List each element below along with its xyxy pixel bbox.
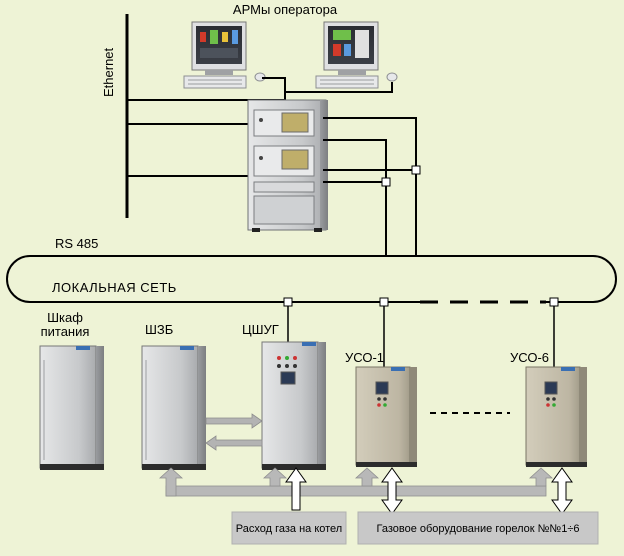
power-cabinet-label-1: Шкаф xyxy=(47,310,83,325)
gas-flow-signal-arrow xyxy=(285,467,307,511)
burner-equipment-box xyxy=(357,511,599,545)
uso6-equipment-arrow xyxy=(551,467,573,515)
ethernet-link-arm1 xyxy=(127,77,286,101)
gas-flow-text: Расход газа на котел xyxy=(236,523,342,535)
shzb-cabinet xyxy=(141,345,206,470)
ring-node-uso6 xyxy=(549,297,559,307)
ethernet-label: Ethernet xyxy=(101,47,116,97)
local-network-label: ЛОКАЛЬНАЯ СЕТЬ xyxy=(52,280,177,295)
server-rack xyxy=(247,99,328,232)
uso1-label: УСО-1 xyxy=(345,350,384,365)
junction-node-1 xyxy=(381,177,391,187)
shzb-label: ШЗБ xyxy=(145,322,173,337)
operators-label: АРМы оператора xyxy=(233,2,338,17)
junction-node-2 xyxy=(411,165,421,175)
rs485-label: RS 485 xyxy=(55,236,98,251)
mouse-2 xyxy=(386,72,398,82)
ring-node-tsshug xyxy=(283,297,293,307)
local-network-ring xyxy=(6,255,617,303)
operator-workstation-1 xyxy=(183,21,266,89)
uso6-label: УСО-6 xyxy=(510,350,549,365)
ring-node-uso1 xyxy=(379,297,389,307)
rs485-link-1 xyxy=(323,139,387,182)
keyboard-2 xyxy=(315,75,379,89)
power-cabinet xyxy=(39,345,104,470)
burner-equipment-text: Газовое оборудование горелок №№1÷6 xyxy=(377,523,580,535)
operator-workstation-2 xyxy=(315,21,398,89)
ethernet-link-arm2 xyxy=(284,82,393,100)
tsshug-label: ЦШУГ xyxy=(242,322,279,337)
keyboard-1 xyxy=(183,75,247,89)
power-cabinet-label-2: питания xyxy=(41,324,90,339)
field-bus-arrows xyxy=(158,467,554,497)
uso6-cabinet xyxy=(525,366,587,467)
gas-flow-box xyxy=(231,511,347,545)
shzb-tsshug-arrows xyxy=(205,413,263,451)
rs485-link-2 xyxy=(323,117,417,170)
uso1-cabinet xyxy=(355,366,417,467)
tsshug-cabinet xyxy=(261,341,326,470)
